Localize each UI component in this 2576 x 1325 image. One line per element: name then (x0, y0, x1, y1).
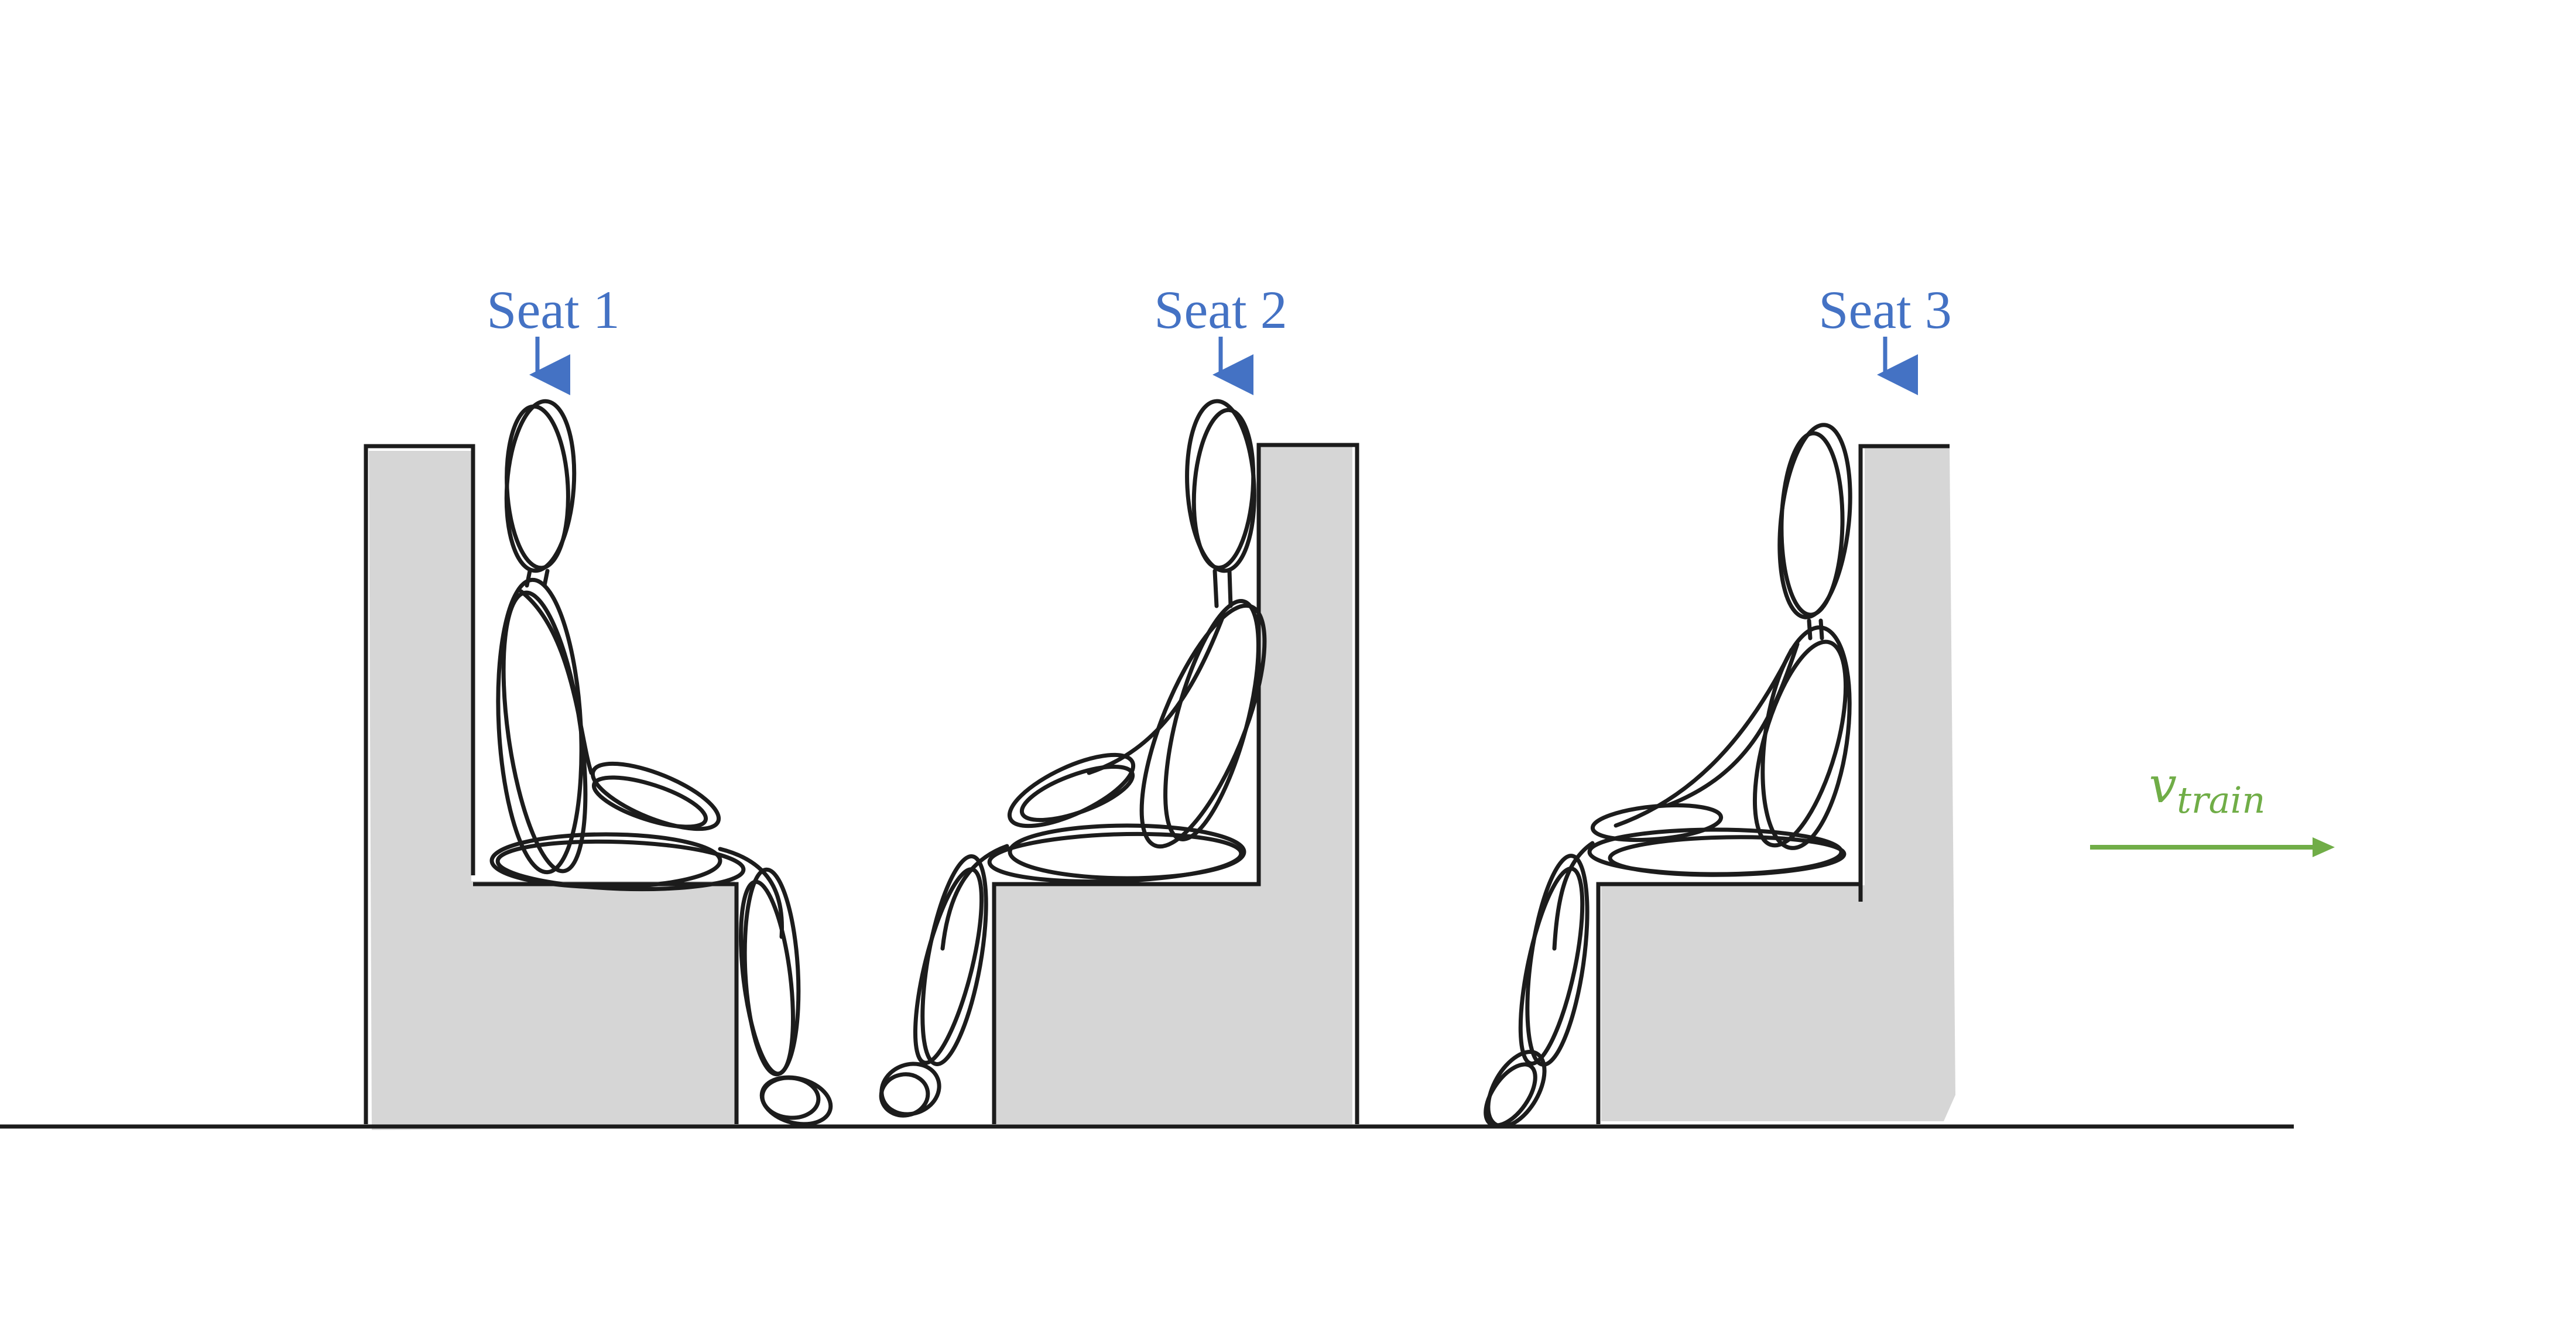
seat-3-label: Seat 3 (1818, 280, 1951, 340)
passenger-1 (489, 399, 833, 1127)
seat-3-cushion (1601, 448, 1955, 1121)
velocity-arrow-head (2313, 837, 2335, 857)
passenger-2 (879, 399, 1267, 1118)
passenger-3 (1484, 423, 1852, 1129)
seat-1 (364, 444, 739, 1130)
velocity-symbol: v (2149, 756, 2177, 814)
seat-3 (1596, 444, 1955, 1124)
seat-1-callout: Seat 1 (487, 280, 620, 395)
train-velocity: vtrain (2090, 756, 2335, 857)
seat-1-cushion (369, 451, 735, 1130)
seat-3-callout: Seat 3 (1818, 280, 1952, 395)
seat-2-cushion (995, 445, 1352, 1124)
velocity-label: vtrain (2149, 756, 2266, 821)
velocity-subscript: train (2177, 779, 2265, 821)
seat-2-callout: Seat 2 (1154, 280, 1287, 395)
seat-3-outline (1596, 444, 1950, 1124)
seat-1-label: Seat 1 (487, 280, 619, 340)
seat-2-label: Seat 2 (1154, 280, 1287, 340)
